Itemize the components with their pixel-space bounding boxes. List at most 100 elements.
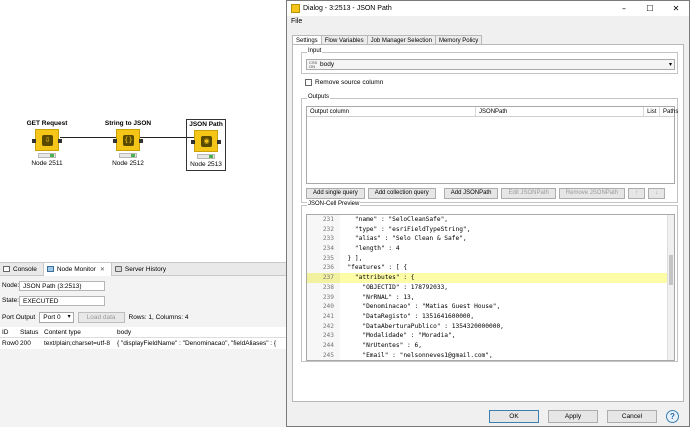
workflow-canvas[interactable]: GET Request ⇩ Node 2511 String to JSON {… xyxy=(0,0,287,258)
node-label: Node 2513 xyxy=(190,161,222,168)
code-line: 237 "attributes" : { xyxy=(307,273,674,283)
connection-2511-2512 xyxy=(60,137,116,138)
add-single-query-button[interactable]: Add single query xyxy=(306,188,365,199)
code-line: 240 "Denominacao" : "Matias Guest House"… xyxy=(307,302,674,312)
port-output-label: Port Output xyxy=(2,313,36,321)
code-line: 235 } ], xyxy=(307,253,674,264)
dialog-footer: OK Apply Cancel ? xyxy=(287,405,690,427)
output-port[interactable] xyxy=(58,139,62,143)
column-header-content-type[interactable]: Content type xyxy=(44,328,81,336)
column-header-paths[interactable]: Paths xyxy=(663,109,679,115)
node-status-traffic-light xyxy=(197,154,215,159)
state-field-value: EXECUTED xyxy=(19,295,105,306)
rows-columns-info: Rows: 1, Columns: 4 xyxy=(128,313,189,321)
port-select[interactable]: Port 0 xyxy=(39,311,74,323)
download-icon: ⇩ xyxy=(42,135,53,146)
line-number: 238 xyxy=(307,282,340,293)
tab-memory-policy[interactable]: Memory Policy xyxy=(434,35,483,46)
move-up-button[interactable]: ↑ xyxy=(628,188,646,199)
code-text: "NrRNAL" : 13, xyxy=(340,293,415,301)
move-down-button[interactable]: ↓ xyxy=(648,188,666,199)
close-window-icon[interactable]: ✕ xyxy=(672,4,680,13)
node-icon[interactable]: ⇩ xyxy=(32,129,62,151)
close-icon[interactable]: ✕ xyxy=(99,266,105,273)
line-number: 243 xyxy=(307,331,340,341)
line-number: 246 xyxy=(307,360,340,361)
outputs-buttons: Add single query Add collection query Ad… xyxy=(306,188,666,199)
code-text: "DataRegisto" : 1351641600000, xyxy=(340,312,475,320)
load-data-button[interactable]: Load data xyxy=(77,311,125,323)
remove-jsonpath-button[interactable]: Remove JSONPath xyxy=(558,188,626,199)
node-get-request[interactable]: GET Request ⇩ Node 2511 xyxy=(17,120,77,167)
table-header: ID Status Content type body xyxy=(0,327,287,338)
code-line: 233 "alias" : "Selo Clean & Safe", xyxy=(307,234,674,245)
code-text: "Denominacao" : "Matias Guest House", xyxy=(340,303,501,311)
ok-button[interactable]: OK xyxy=(489,409,539,423)
input-port[interactable] xyxy=(191,140,195,144)
column-header-output-column[interactable]: Output column xyxy=(307,107,477,116)
output-port[interactable] xyxy=(217,140,221,144)
menu-file[interactable]: File xyxy=(291,18,303,25)
add-collection-query-button[interactable]: Add collection query xyxy=(367,188,436,199)
json-path-dialog: Dialog - 3:2513 - JSON Path – ☐ ✕ File S… xyxy=(286,0,690,427)
node-json-path[interactable]: JSON Path ◉ Node 2513 xyxy=(176,119,236,171)
cell-body: { "displayFieldName" : "Denominacao", "f… xyxy=(117,340,277,347)
port-data-table[interactable]: ID Status Content type body Row0 200 tex… xyxy=(0,327,287,349)
code-line: 236 "features" : [ { xyxy=(307,263,674,274)
checkbox-box[interactable] xyxy=(305,79,312,86)
preview-group: JSON-Cell Preview 231 "name" : "SeloClea… xyxy=(301,201,678,362)
vertical-scrollbar[interactable] xyxy=(667,215,674,360)
column-header-status[interactable]: Status xyxy=(20,328,39,336)
tab-label: Console xyxy=(13,265,37,273)
line-number: 234 xyxy=(307,244,340,254)
table-row[interactable]: Row0 200 text/plain;charset=utf-8 { "dis… xyxy=(0,338,287,349)
output-port[interactable] xyxy=(139,139,143,143)
node-icon[interactable]: ◉ xyxy=(191,130,221,152)
maximize-icon[interactable]: ☐ xyxy=(646,4,654,13)
dialog-titlebar[interactable]: Dialog - 3:2513 - JSON Path – ☐ ✕ xyxy=(287,1,689,16)
panel-tabbar: Console Node Monitor ✕ Server History xyxy=(0,262,287,276)
node-icon[interactable]: {} xyxy=(113,129,143,151)
remove-source-checkbox[interactable]: Remove source column xyxy=(305,79,383,86)
node-string-to-json[interactable]: String to JSON {} Node 2512 xyxy=(98,120,158,167)
input-column-select[interactable]: CSS ON body ▾ xyxy=(306,59,675,70)
node-field-value: JSON Path (3:2513) xyxy=(19,280,105,291)
node-title: String to JSON xyxy=(104,120,152,127)
column-header-list[interactable]: List xyxy=(644,107,660,116)
minimize-icon[interactable]: – xyxy=(622,4,626,13)
code-line: 246 "Endereco" : "3º Rua do Lugar ", xyxy=(307,360,674,361)
chevron-down-icon: ▾ xyxy=(668,62,672,68)
scrollbar-thumb[interactable] xyxy=(669,255,673,285)
column-header-body[interactable]: body xyxy=(117,328,132,336)
node-title: GET Request xyxy=(26,120,68,127)
string-type-icon: CSS ON xyxy=(309,59,318,69)
tab-server-history[interactable]: Server History xyxy=(112,263,172,276)
column-header-id[interactable]: ID xyxy=(2,328,9,336)
outputs-table[interactable]: Output column JSONPath List Paths xyxy=(306,106,679,184)
menubar: File xyxy=(287,16,689,28)
add-jsonpath-button[interactable]: Add JSONPath xyxy=(443,188,499,199)
code-text: "features" : [ { xyxy=(340,264,408,272)
code-text: "length" : 4 xyxy=(340,245,400,253)
node-label: Node 2511 xyxy=(31,160,63,167)
preview-group-title: JSON-Cell Preview xyxy=(307,201,361,207)
input-port[interactable] xyxy=(113,139,117,143)
node-title: JSON Path xyxy=(189,121,223,128)
outputs-group: Outputs Output column JSONPath List Path… xyxy=(301,94,679,203)
column-header-jsonpath[interactable]: JSONPath xyxy=(476,107,645,116)
tab-label: Server History xyxy=(124,265,167,273)
tab-console[interactable]: Console xyxy=(0,263,43,276)
code-text: "attributes" : { xyxy=(340,274,415,282)
cancel-button[interactable]: Cancel xyxy=(607,409,657,423)
apply-button[interactable]: Apply xyxy=(548,409,598,423)
json-preview[interactable]: 231 "name" : "SeloCleanSafe",232 "type" … xyxy=(306,214,675,361)
code-line: 234 "length" : 4 xyxy=(307,244,674,254)
dialog-title: Dialog - 3:2513 - JSON Path xyxy=(303,5,392,12)
cell-content-type: text/plain;charset=utf-8 xyxy=(44,340,110,347)
node-label: Node 2512 xyxy=(112,160,144,167)
edit-jsonpath-button[interactable]: Edit JSONPath xyxy=(501,188,556,199)
tab-node-monitor[interactable]: Node Monitor ✕ xyxy=(42,262,112,276)
help-icon[interactable]: ? xyxy=(666,409,679,423)
port-output-row: Port Output Port 0 Load data Rows: 1, Co… xyxy=(0,310,287,324)
input-port[interactable] xyxy=(32,139,36,143)
